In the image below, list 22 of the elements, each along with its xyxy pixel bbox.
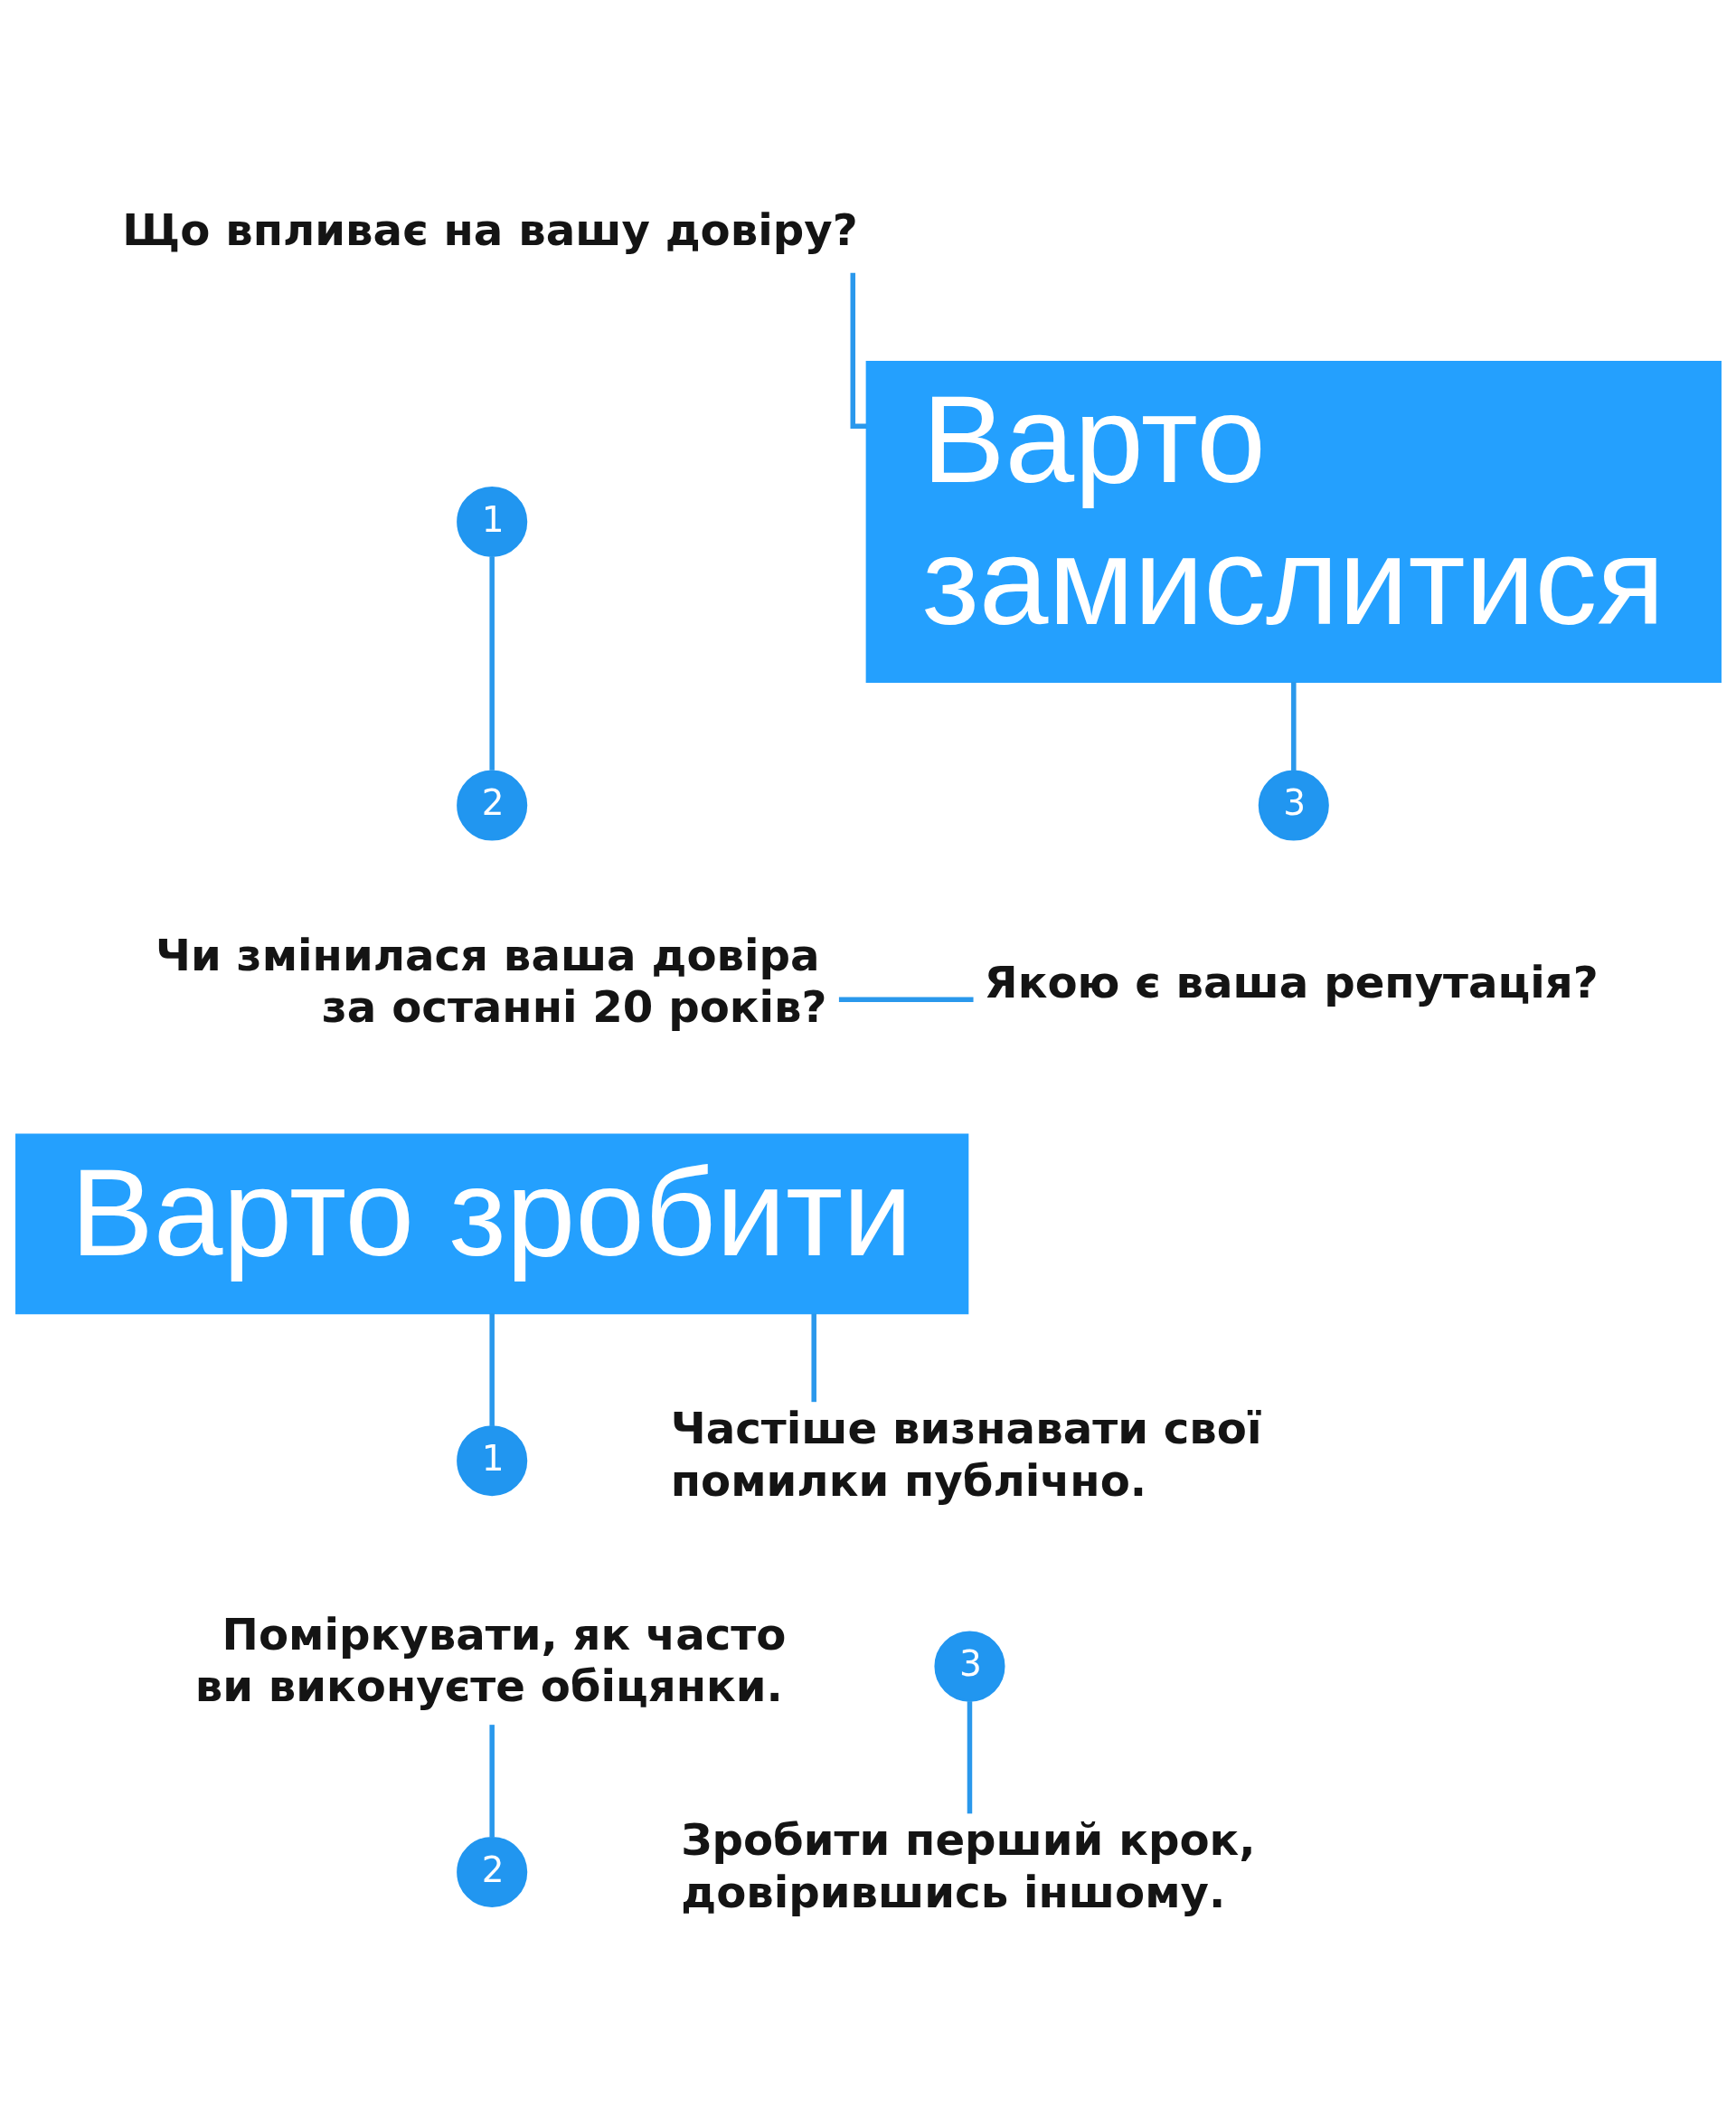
node-box: Варто зробити xyxy=(14,1133,968,1315)
node-circle: 3 xyxy=(933,1631,1005,1702)
connector xyxy=(1290,681,1297,771)
node-text: Що впливає на вашу довіру? xyxy=(121,204,858,256)
node-circle: 1 xyxy=(456,486,527,558)
node-text: Чи змінилася ваша довіра за останні 20 років? xyxy=(155,929,827,1033)
connector xyxy=(838,997,974,1003)
node-text: Якою є ваша репутація? xyxy=(984,956,1599,1007)
node-circle: 1 xyxy=(456,1425,527,1497)
node-text: Поміркувати, як часто ви виконуєте обіцянки. xyxy=(194,1608,786,1712)
node-text: Зробити перший крок, довірившись іншому. xyxy=(680,1814,1256,1917)
node-box: Варто замислитися xyxy=(865,361,1722,683)
node-circle: 2 xyxy=(456,770,527,841)
node-circle: 2 xyxy=(456,1836,527,1908)
connector xyxy=(850,272,866,430)
connector xyxy=(810,1313,816,1403)
connector xyxy=(967,1701,972,1814)
connector xyxy=(488,1313,495,1426)
connector xyxy=(488,556,495,771)
connector xyxy=(488,1725,495,1838)
node-circle: 3 xyxy=(1258,770,1329,841)
node-text: Частіше визнавати свої помилки публічно. xyxy=(670,1403,1261,1506)
